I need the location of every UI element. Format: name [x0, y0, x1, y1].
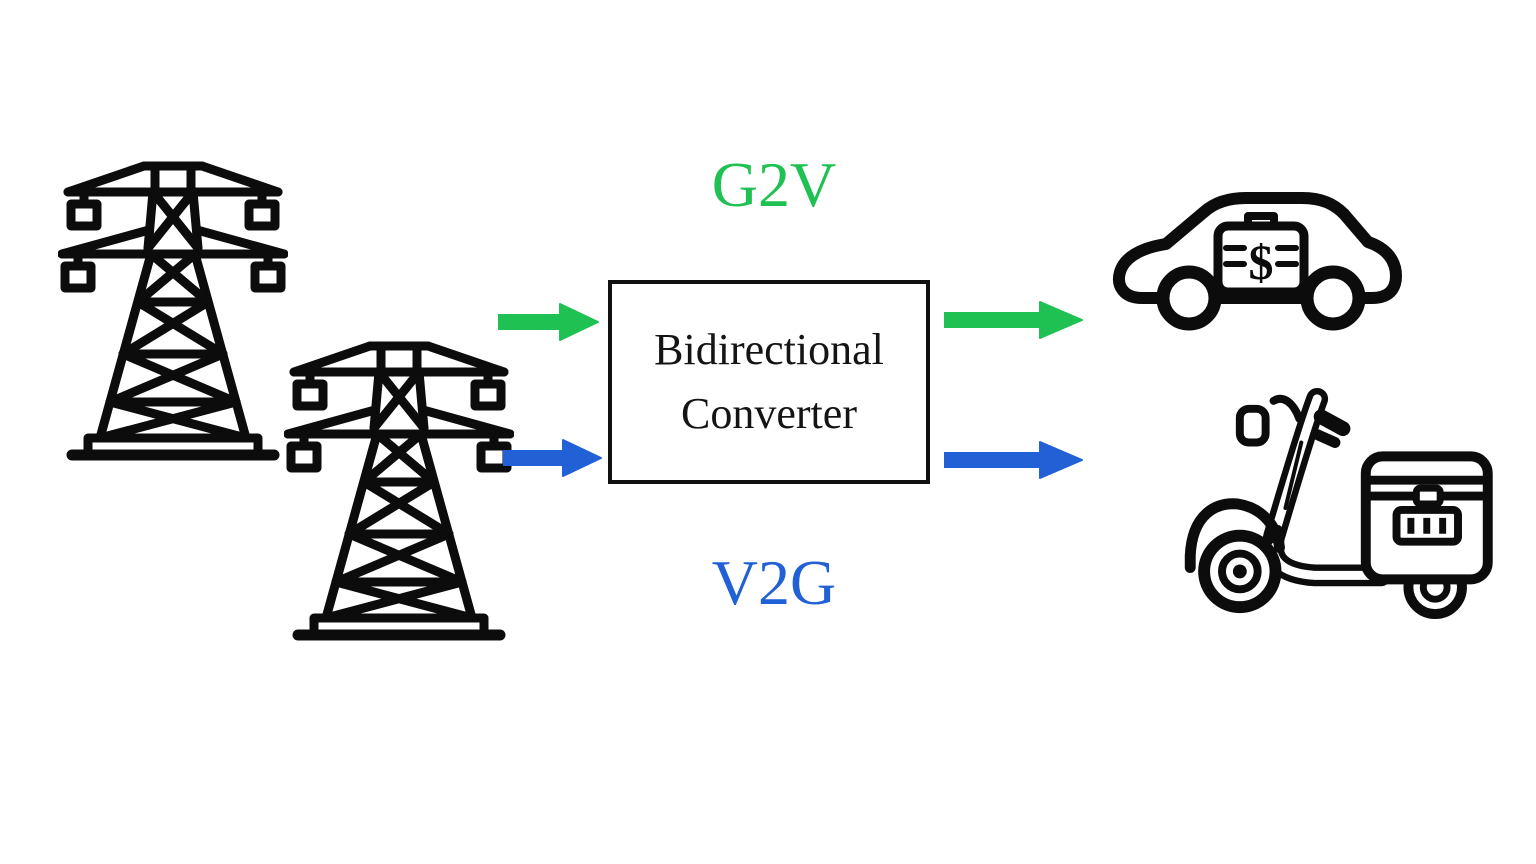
v2g-label: V2G	[711, 547, 837, 618]
car-rear-wheel-icon	[1300, 265, 1366, 331]
g2v-arrow-left-icon	[498, 303, 599, 341]
scooter-cargo-box-icon	[1360, 451, 1493, 585]
converter-label-line2: Converter	[681, 389, 857, 438]
car-front-wheel-icon	[1156, 265, 1222, 331]
transmission-tower-icon	[284, 341, 514, 641]
g2v-label: G2V	[711, 149, 837, 220]
bidirectional-converter-box: Bidirectional Converter	[608, 280, 930, 484]
transmission-tower-icon	[58, 161, 288, 461]
electric-scooter-icon	[1184, 387, 1493, 620]
v2g-arrow-right-icon	[944, 441, 1083, 479]
g2v-arrow-right-icon	[944, 301, 1083, 339]
v2g-arrow-left-icon	[503, 439, 602, 477]
scooter-fender-icon	[1184, 498, 1285, 573]
converter-label-line1: Bidirectional	[654, 325, 884, 374]
electric-car-icon: $	[1113, 192, 1402, 331]
scooter-front-wheel-icon	[1198, 529, 1282, 614]
dollar-symbol: $	[1249, 234, 1274, 290]
scooter-mirror-icon	[1235, 404, 1270, 447]
scooter-grip-icon	[1313, 409, 1351, 437]
car-battery-icon	[1213, 212, 1309, 297]
scooter-battery-indicator-icon	[1392, 505, 1462, 546]
